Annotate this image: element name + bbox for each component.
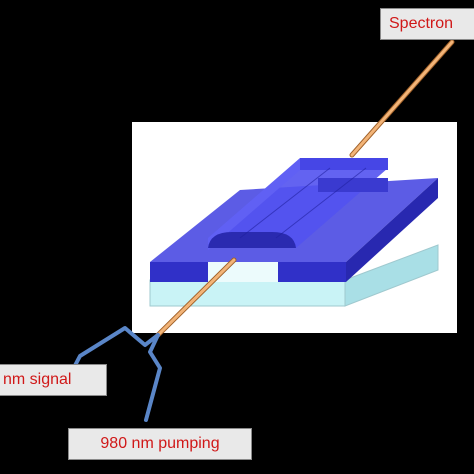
ridge-waveguide xyxy=(208,158,388,282)
substrate xyxy=(149,244,439,307)
pumping-label: 980 nm pumping xyxy=(68,428,252,460)
signal-label: nm signal xyxy=(0,364,107,396)
spectrometer-label: Spectron xyxy=(380,8,474,40)
fiber-coupler xyxy=(68,326,162,422)
